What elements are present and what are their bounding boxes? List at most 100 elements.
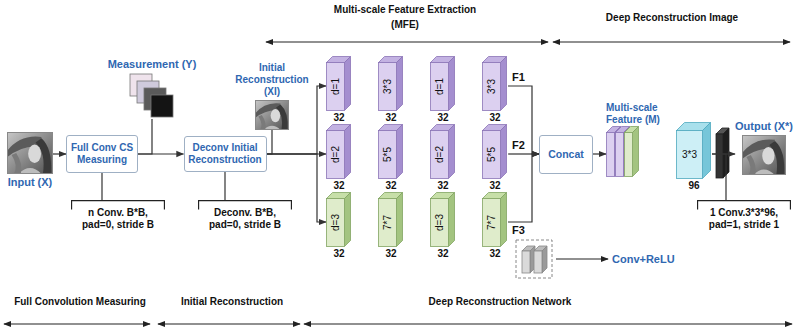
conv-layer: 7*7 32 [378, 192, 404, 260]
image-label: Measurement (Y) [108, 58, 197, 71]
layer-front [431, 131, 449, 179]
span-arrow [4, 323, 150, 324]
layer-face: 5*5 [483, 131, 501, 179]
channel-count: 32 [378, 248, 404, 260]
layer-holder: 3*3 [482, 56, 508, 111]
layer-front [327, 63, 345, 111]
photo-feather [746, 155, 755, 175]
layer-front [327, 199, 345, 247]
section-label: (MFE) [389, 19, 421, 31]
layer-side [449, 57, 455, 111]
process-box: Deconv Initial Reconstruction [184, 136, 267, 172]
conv-layer: 3*332 [482, 56, 508, 124]
layer-face: 7*7 [379, 199, 397, 247]
section-label: Deep Reconstruction Network [427, 296, 574, 308]
conv-layer: d=3 32 [326, 192, 352, 260]
layer-holder: 7*7 [378, 192, 404, 247]
layer-face: 3*3 [483, 63, 501, 111]
layer-front [431, 63, 449, 111]
layer-side [345, 57, 351, 111]
image-holder [129, 73, 175, 119]
layer-label: d=2 [330, 146, 342, 163]
feature-name: F3 [511, 224, 526, 237]
feature-name: F1 [511, 71, 526, 84]
channel-count: 32 [482, 248, 508, 260]
layer-label: d=3 [330, 214, 342, 231]
feature-label: Multi-scale Feature (M) [606, 102, 668, 126]
layer-front [616, 133, 624, 177]
image-label: Initial Reconstruction (XI) [235, 62, 309, 98]
layer-spec: 1 Conv.3*3*96, pad=1, stride 1 [697, 200, 791, 233]
layer-holder: 5*5 [482, 124, 508, 179]
layer-front [379, 199, 397, 247]
layer-front [431, 199, 449, 247]
layer-spec: n Conv. B*B, pad=0, stride B [71, 200, 165, 233]
box-label: Concat [545, 148, 587, 161]
layer-front [379, 131, 397, 179]
layer-face: 3*3 [379, 63, 397, 111]
picture [255, 100, 289, 130]
image-holder [255, 100, 289, 130]
connector [267, 130, 273, 154]
span-arrow [553, 41, 790, 42]
layer-side [633, 127, 639, 177]
channel-count: 32 [326, 248, 352, 260]
layer-face: 5*5 [379, 131, 397, 179]
input-image: Input (X) [7, 132, 53, 189]
layer-side [703, 123, 711, 179]
channel-count: 32 [326, 112, 352, 124]
conv-layer: d=132 [430, 56, 456, 124]
layer-label: 7*7 [382, 215, 394, 230]
channel-count: 32 [430, 180, 456, 192]
layer-front [522, 251, 530, 273]
layer-side [501, 125, 507, 179]
layer-holder: d=3 [430, 192, 456, 247]
photo-frame [8, 133, 53, 174]
measurement-stack: Measurement (Y) [108, 58, 197, 119]
connector [101, 173, 102, 200]
channel-count: 32 [430, 112, 456, 124]
layer-label: 5*5 [382, 147, 394, 162]
layer-side [345, 193, 351, 247]
channel-count: 32 [430, 248, 456, 260]
photo-ground [255, 100, 289, 130]
layer-label: 3*3 [486, 79, 498, 94]
layer-holder: d=2 [430, 124, 456, 179]
conv-layer: d=232 [430, 124, 456, 192]
channel-count: 32 [378, 112, 404, 124]
picture [7, 132, 53, 174]
layer-front [483, 131, 501, 179]
image-holder [742, 135, 786, 175]
layer-side [345, 125, 351, 179]
concat-box: Concat [539, 135, 593, 174]
layer-label: 3*3 [682, 149, 697, 161]
connector [593, 153, 606, 154]
layer-label: 5*5 [486, 147, 498, 162]
image-label: Output (X*) [735, 120, 793, 133]
conv-layer: 3*3 32 [378, 56, 404, 124]
photo-feather [12, 153, 22, 174]
output-conv-layer [716, 128, 729, 178]
output-image: Output (X*) [735, 120, 793, 175]
measurement-map [151, 95, 173, 117]
connector [224, 172, 225, 200]
conv-layer: 5*532 [378, 124, 404, 192]
channel-count: 32 [326, 180, 352, 192]
layer-front [379, 63, 397, 111]
photo-ground [7, 132, 53, 174]
span-arrow [266, 41, 548, 42]
layer-front [607, 133, 615, 177]
layer-front [327, 131, 345, 179]
spec-text: n Conv. B*B, pad=0, stride B [73, 207, 163, 231]
layer-label: 3*3 [382, 79, 394, 94]
layer-holder: 3*3 [378, 56, 404, 111]
layer-holder: d=3 [326, 192, 352, 247]
box-label: Deconv Initial Reconstruction [188, 142, 263, 166]
layer-side [501, 57, 507, 111]
layer-face: 7*7 [483, 199, 501, 247]
layer-holder: 7*7 [482, 192, 508, 247]
conv-layer: d=332 [430, 192, 456, 260]
section-label: Multi-scale Feature Extraction [332, 4, 478, 16]
layer-side [501, 193, 507, 247]
photo-face [271, 109, 281, 122]
